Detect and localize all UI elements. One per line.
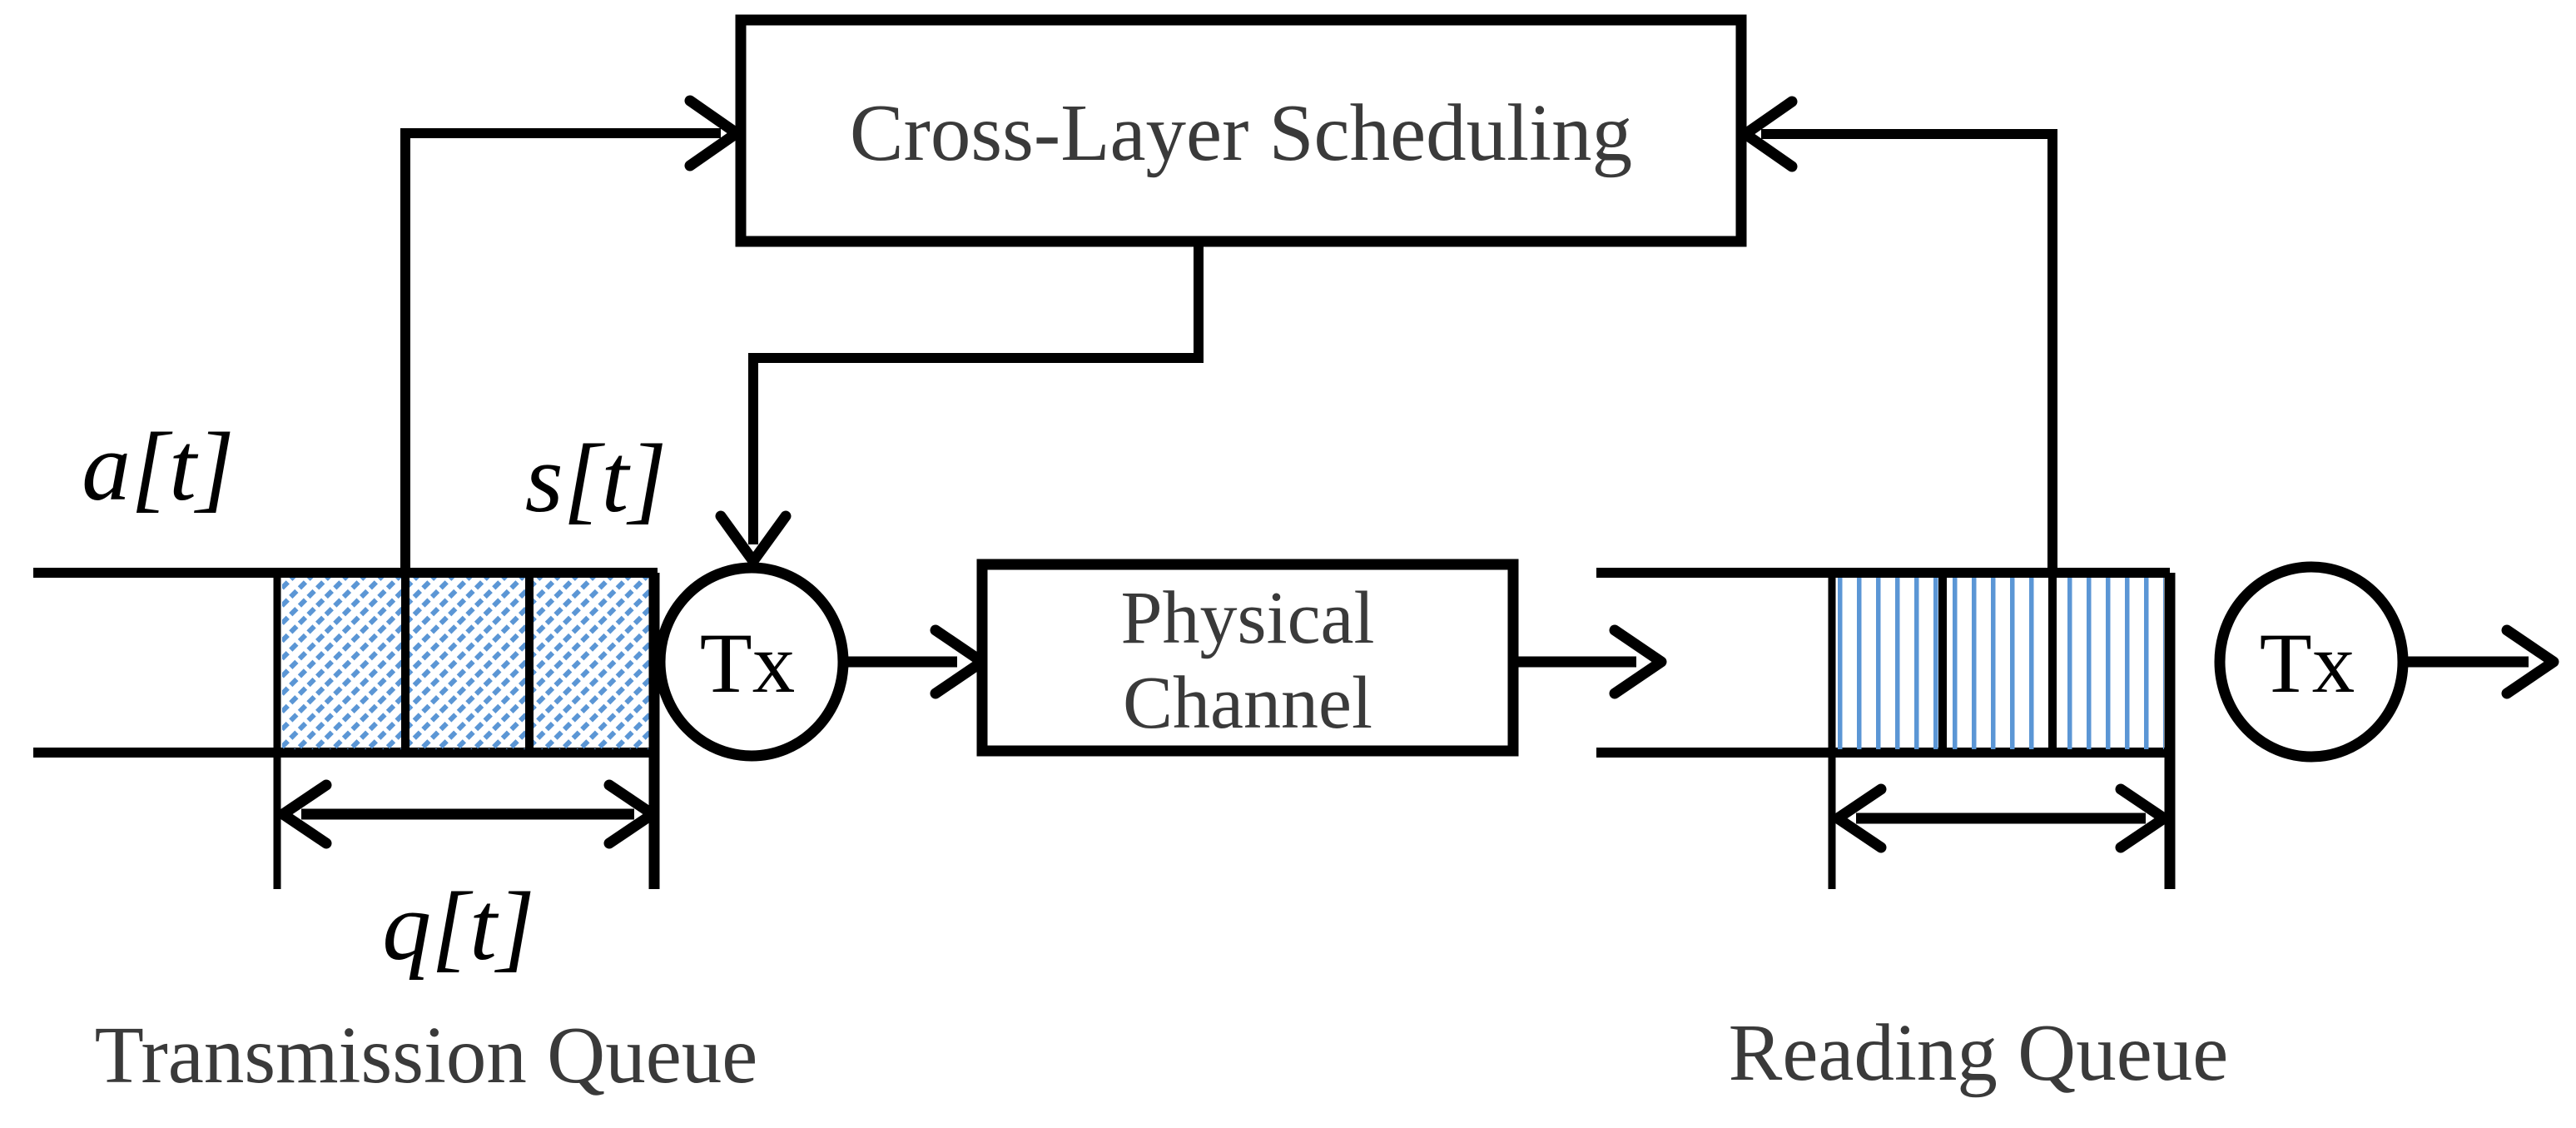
right-queue-caption: Reading Queue — [1729, 1008, 2229, 1097]
left-queue-caption: Transmission Queue — [95, 1011, 758, 1100]
left-feedback-connector — [400, 128, 721, 573]
left-feedback-arrowhead-icon — [684, 95, 742, 171]
left-dimension-arrowhead-icon — [603, 779, 658, 849]
right-dimension-arrowhead-icon — [2115, 783, 2170, 853]
left-transmitter-label: Tx — [700, 616, 795, 711]
right-transmitter-label: Tx — [2260, 616, 2355, 711]
output-arrowhead-icon — [2501, 624, 2559, 699]
scheduler-output-connector — [748, 241, 1204, 544]
channel-to-queue-arrowhead-icon — [1609, 624, 1667, 699]
left-dimension-arrowhead-icon — [277, 779, 332, 849]
scheduler-output-arrowhead-icon — [715, 510, 792, 567]
right-queue-packets — [1835, 578, 2164, 749]
right-dimension-arrowhead-icon — [1832, 783, 1887, 853]
physical-channel-box — [976, 559, 1519, 757]
left-queue-packets — [282, 578, 654, 749]
physical-channel-label-line2: Channel — [1123, 662, 1372, 744]
queue-length-label: q[t] — [382, 872, 535, 981]
scheduler-box-label: Cross-Layer Scheduling — [850, 88, 1632, 177]
arrival-rate-label: a[t] — [82, 412, 235, 521]
right-feedback-arrowhead-icon — [1740, 96, 1798, 172]
schedule-label: s[t] — [525, 424, 668, 533]
physical-channel-label-line1: Physical — [1121, 577, 1375, 659]
right-feedback-connector — [1761, 129, 2057, 573]
